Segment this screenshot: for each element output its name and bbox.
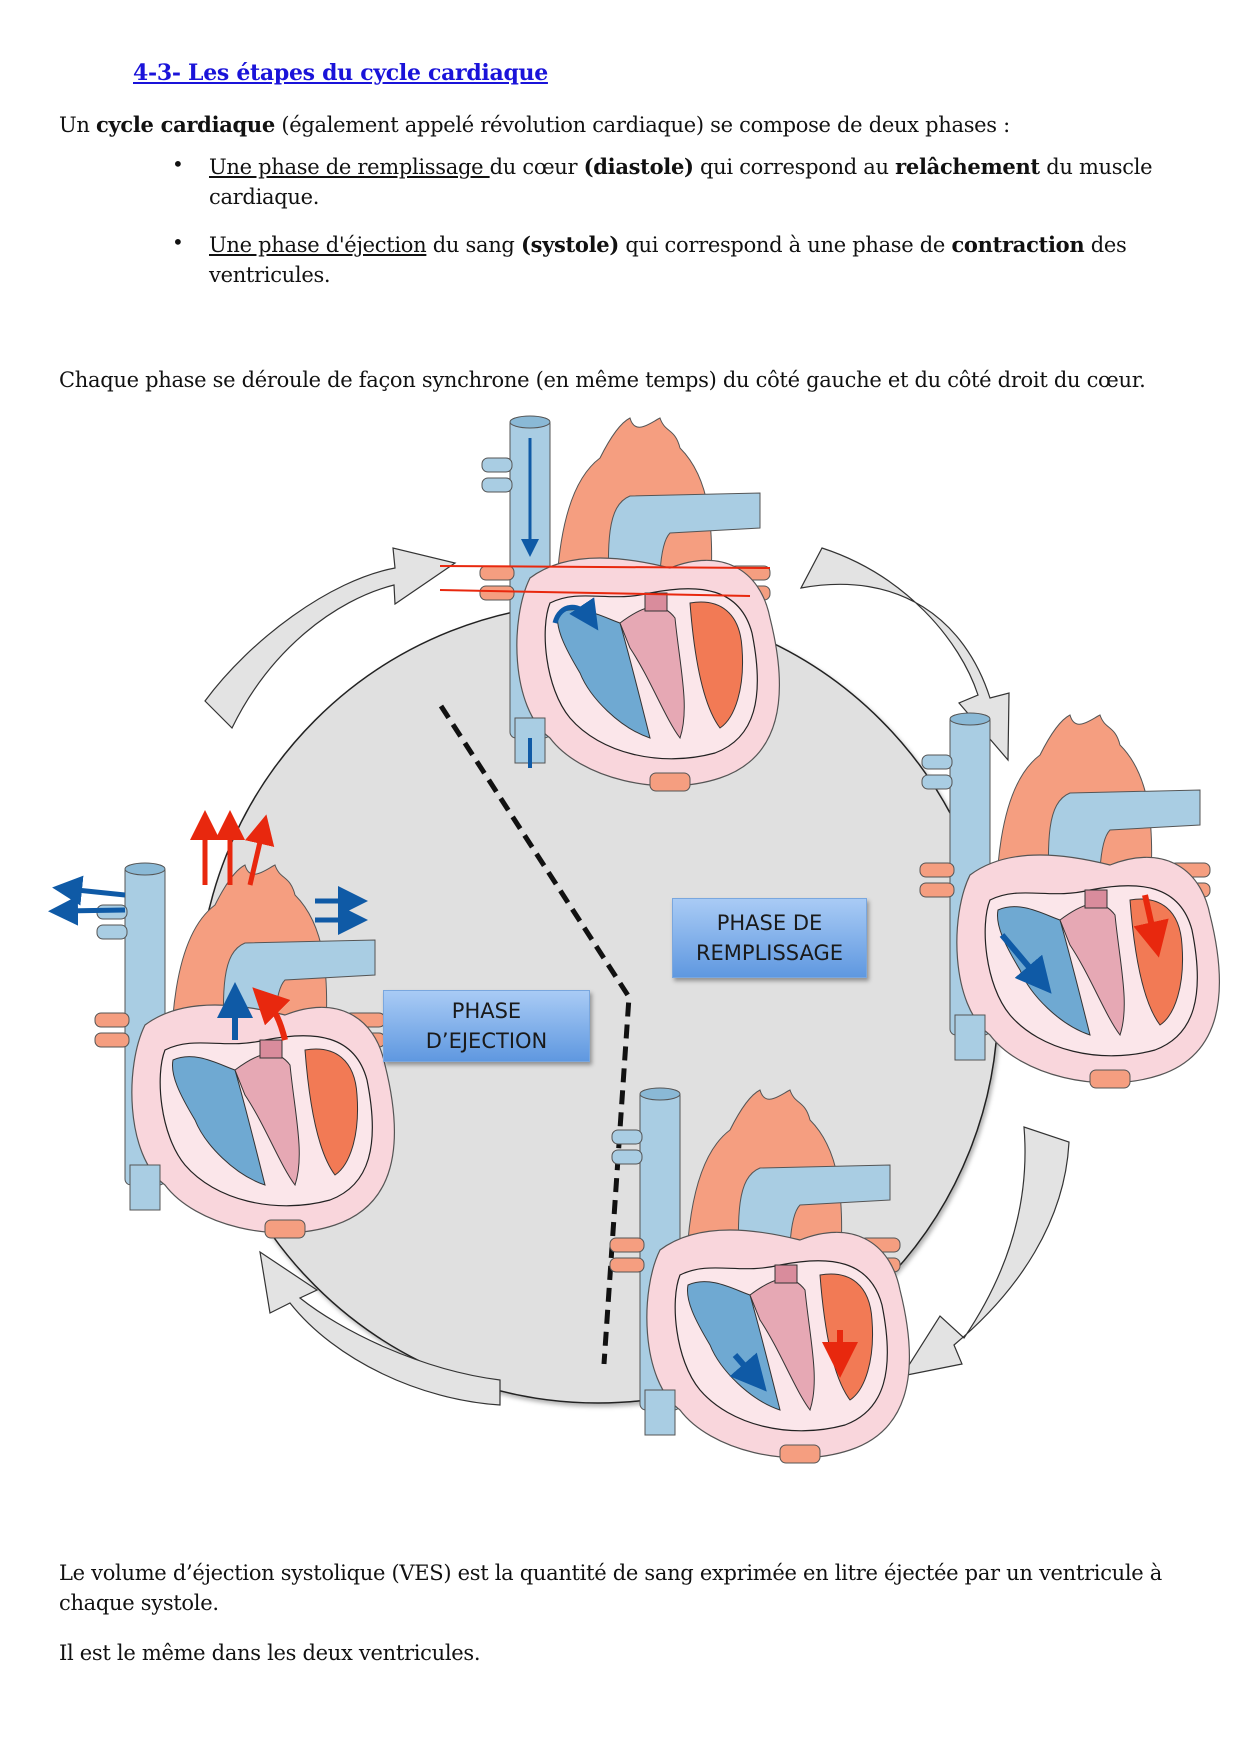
ves-paragraph: Le volume d’éjection systolique (VES) es… bbox=[59, 1561, 1163, 1615]
bullet-bold: relâchement bbox=[895, 154, 1040, 179]
flow-arrow-red bbox=[244, 814, 275, 886]
bullet-underlined: Une phase de remplissage bbox=[209, 155, 490, 179]
bullet-text: du cœur bbox=[489, 155, 584, 179]
cycle-arrow-top-left bbox=[204, 547, 457, 730]
flow-arrow-red bbox=[439, 589, 751, 597]
heart-right-filling bbox=[919, 712, 1220, 1089]
flow-arrow-blue bbox=[48, 895, 126, 926]
cycle-arrow-bottom-left bbox=[259, 1250, 501, 1406]
intro-bold: cycle cardiaque bbox=[96, 112, 275, 137]
bullet-text: qui correspond au bbox=[693, 155, 896, 179]
flow-arrow-red bbox=[1133, 894, 1169, 958]
flow-arrow-blue bbox=[52, 875, 126, 906]
phase-remplissage-label: PHASE DE REMPLISSAGE bbox=[672, 898, 867, 978]
heart-top-atrial-systole bbox=[439, 415, 780, 792]
bullet-bold: contraction bbox=[951, 232, 1085, 257]
phase-ejection-label: PHASE D’EJECTION bbox=[383, 990, 590, 1062]
bullet-bold: (systole) bbox=[520, 232, 620, 257]
flow-arrow-blue bbox=[729, 1352, 767, 1392]
bullet-dot: • bbox=[172, 152, 184, 176]
intro-prefix: Un bbox=[59, 113, 96, 137]
bullet-text: qui correspond à une phase de bbox=[619, 233, 952, 257]
phase-divider-line bbox=[438, 704, 632, 1365]
phase-ejection-line1: PHASE bbox=[451, 999, 522, 1023]
flow-arrow-red bbox=[439, 565, 771, 569]
bullet-bold: (diastole) bbox=[583, 154, 694, 179]
phase-remplissage-line1: PHASE DE bbox=[716, 911, 823, 935]
heart-left-ejection bbox=[48, 810, 395, 1239]
sync-paragraph: Chaque phase se déroule de façon synchro… bbox=[59, 368, 1146, 392]
section-title: 4-3- Les étapes du cycle cardiaque bbox=[133, 60, 548, 86]
phase-ejection-line2: D’EJECTION bbox=[425, 1029, 548, 1053]
bullet-text: du muscle cardiaque. bbox=[209, 155, 1153, 209]
cycle-arrow-bottom-right bbox=[900, 1126, 1070, 1377]
heart-bottom-filling bbox=[609, 1087, 910, 1464]
flow-arrow-blue bbox=[999, 933, 1052, 994]
same-volume-paragraph: Il est le même dans les deux ventricules… bbox=[59, 1641, 481, 1665]
cycle-arrow-top-right bbox=[799, 547, 1010, 762]
phase-remplissage-line2: REMPLISSAGE bbox=[695, 941, 844, 965]
flow-arrow-blue bbox=[552, 597, 599, 631]
intro-suffix: (également appelé révolution cardiaque) … bbox=[274, 113, 1010, 137]
bullet-text: du sang bbox=[426, 233, 521, 257]
bullet-underlined: Une phase d'éjection bbox=[209, 233, 427, 257]
bullet-dot: • bbox=[172, 230, 184, 254]
bullet-text: des ventricules. bbox=[209, 233, 1127, 287]
bullet-item-diastole: Une phase de remplissage du cœur (diasto… bbox=[209, 152, 1189, 212]
cardiac-cycle-diagram bbox=[48, 415, 1220, 1464]
flow-arrow-red bbox=[252, 987, 291, 1041]
bullet-item-systole: Une phase d'éjection du sang (systole) q… bbox=[209, 230, 1189, 290]
intro-paragraph: Un cycle cardiaque (également appelé rév… bbox=[59, 110, 1010, 140]
